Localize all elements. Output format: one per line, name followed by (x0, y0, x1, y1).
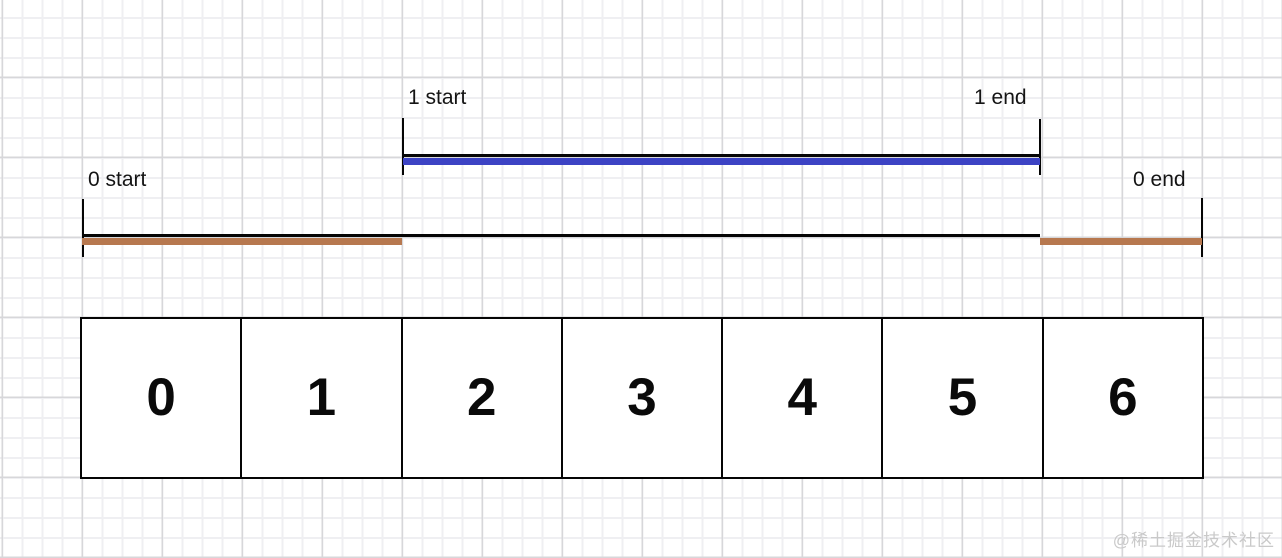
interval-0-end-label: 0 end (1133, 168, 1186, 191)
interval-1-end-tick (1038, 119, 1042, 175)
array-row: 0 1 2 3 4 5 6 (80, 316, 1204, 479)
interval-1-end-label: 1 end (974, 86, 1027, 109)
array-cell-4: 4 (723, 318, 884, 477)
interval-0-baseline (82, 234, 1040, 237)
interval-0-bar-left (82, 237, 402, 246)
array-cell-2: 2 (403, 318, 563, 477)
interval-0-start-label: 0 start (88, 168, 147, 191)
interval-0-end-tick (1200, 198, 1204, 257)
array-cell-5: 5 (883, 318, 1044, 477)
interval-1-start-tick (401, 118, 405, 175)
interval-0-bar-right (1040, 237, 1202, 246)
interval-1-baseline (402, 154, 1040, 157)
array-cell-0: 0 (82, 318, 243, 477)
interval-0-start-tick (81, 199, 85, 257)
array-cell-6: 6 (1108, 368, 1138, 427)
interval-1-bar (403, 157, 1040, 166)
interval-1-start-label: 1 start (408, 86, 467, 109)
watermark-text: @稀土掘金技术社区 (1112, 531, 1275, 550)
array-cell-3: 3 (563, 318, 724, 477)
array-cell-1: 1 (242, 318, 403, 477)
